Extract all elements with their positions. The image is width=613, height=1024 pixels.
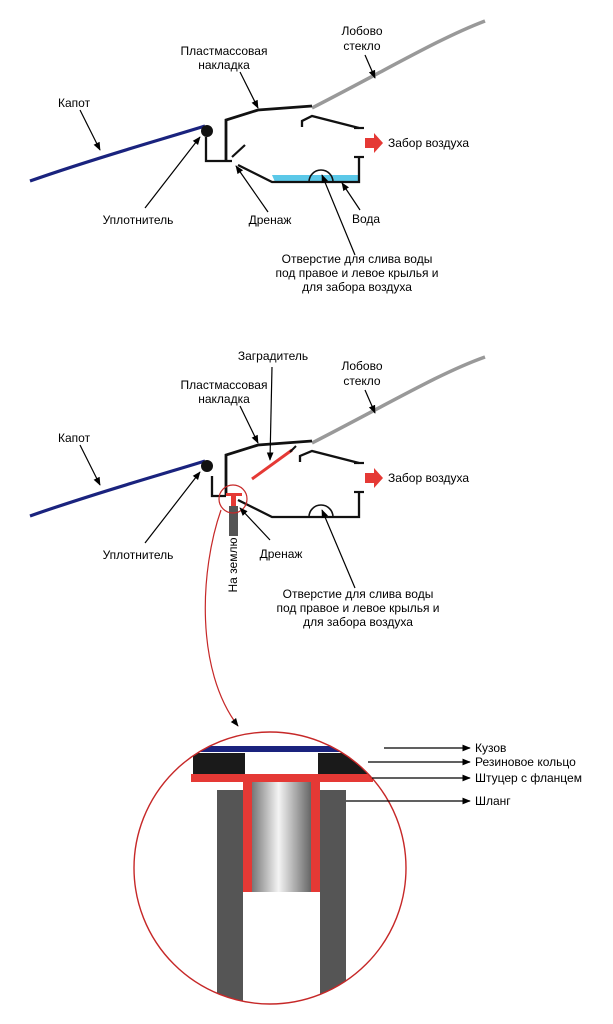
- trim-label-line2: накладка: [198, 58, 250, 72]
- diagram-middle: Заградитель Пластмассовая накладка Лобов…: [29, 349, 486, 727]
- windshield-label-line2-2: стекло: [343, 374, 381, 388]
- hood-panel: [29, 124, 206, 183]
- cowl-outline: [204, 137, 232, 163]
- drain-hose: [229, 506, 238, 536]
- rubber-ring-right: [318, 753, 370, 774]
- trim-label-line1-2: Пластмассовая: [181, 378, 268, 392]
- flange-fitting-label: Штуцер с фланцем: [475, 771, 582, 785]
- air-intake-arrow-icon: [365, 133, 383, 153]
- zoom-detail: Кузов Резиновое кольцо Штуцер с фланцем …: [133, 731, 582, 1005]
- hose-wall-left: [217, 790, 243, 1004]
- barrier-pointer: [266, 366, 274, 461]
- rubber-ring-left: [193, 753, 245, 774]
- air-intake-label-2: Забор воздуха: [388, 471, 469, 485]
- water-label: Вода: [352, 212, 380, 226]
- seal-icon: [201, 125, 213, 137]
- air-intake-arrow-icon-2: [365, 468, 383, 488]
- windshield-label-line2: стекло: [343, 39, 381, 53]
- channel-outline: [237, 158, 361, 184]
- zoom-source-circle: [218, 484, 248, 514]
- zoom-connector-line: [204, 509, 239, 727]
- hole-label-line2-2: под правое и левое крылья и: [277, 601, 440, 615]
- hole-pointer-2: [321, 509, 356, 589]
- barrier-top-stub: [289, 445, 297, 453]
- seal-pointer: [144, 136, 201, 209]
- barrier-plate: [251, 448, 293, 481]
- channel-outline-2: [237, 493, 361, 519]
- drain-hole-arc-2: [308, 504, 334, 518]
- drain-pointer: [235, 165, 269, 213]
- hole-label-line2: под правое и левое крылья и: [276, 266, 439, 280]
- drain-label: Дренаж: [249, 213, 292, 227]
- fitting-flange: [191, 774, 373, 782]
- hose-wall-right: [320, 790, 346, 1004]
- windshield-glass: [311, 19, 486, 110]
- seal-label: Уплотнитель: [103, 213, 174, 227]
- body-plate: [165, 746, 392, 752]
- rubber-ring-label: Резиновое кольцо: [475, 755, 576, 769]
- water-fill: [272, 175, 359, 182]
- hood-panel-2: [29, 459, 206, 518]
- inner-wall-2: [298, 449, 360, 465]
- barrier-label: Заградитель: [238, 349, 308, 363]
- hood-label-2: Капот: [58, 431, 91, 445]
- drain-pointer-2: [239, 507, 271, 541]
- water-pointer: [341, 182, 361, 211]
- hole-label-line3-2: для забора воздуха: [303, 615, 413, 629]
- trim-label-line2-2: накладка: [198, 392, 250, 406]
- seal-icon-2: [201, 460, 213, 472]
- fitting-tube-right: [311, 782, 320, 892]
- seal-pointer-2: [144, 471, 201, 544]
- trim-pointer: [239, 71, 259, 109]
- hole-pointer: [321, 174, 356, 256]
- windshield-pointer: [364, 54, 376, 79]
- drain-flange: [226, 493, 242, 496]
- hole-label-line3: для забора воздуха: [302, 280, 412, 294]
- to-ground-label: На землю: [226, 538, 240, 593]
- drain-label-2: Дренаж: [260, 547, 303, 561]
- trim-outline-2: [224, 439, 313, 496]
- trim-pointer-2: [239, 405, 259, 444]
- drain-fitting: [231, 496, 236, 506]
- windshield-label-line1-2: Лобово: [341, 359, 382, 373]
- body-label: Кузов: [475, 741, 506, 755]
- windshield-glass-2: [311, 355, 486, 445]
- drain-flap: [231, 144, 246, 158]
- drain-hole-arc: [308, 169, 334, 183]
- trim-outline: [224, 104, 313, 161]
- hole-label-line1: Отверстие для слива воды: [282, 252, 433, 266]
- trim-label-line1: Пластмассовая: [181, 44, 268, 58]
- hole-label-line1-2: Отверстие для слива воды: [283, 587, 434, 601]
- hose-label: Шланг: [475, 794, 511, 808]
- hood-pointer-2: [79, 444, 101, 486]
- hood-label: Капот: [58, 96, 91, 110]
- zoom-circle: [133, 731, 407, 1005]
- fitting-tube-left: [243, 782, 252, 892]
- cowl-outline-2: [210, 476, 226, 498]
- fitting-bore: [252, 782, 311, 892]
- diagram-top: Капот Пластмассовая накладка Лобово стек…: [29, 19, 486, 294]
- windshield-pointer-2: [364, 389, 376, 414]
- air-intake-label: Забор воздуха: [388, 136, 469, 150]
- inner-wall: [300, 114, 360, 130]
- hood-pointer: [79, 109, 101, 151]
- windshield-label-line1: Лобово: [341, 24, 382, 38]
- seal-label-2: Уплотнитель: [103, 548, 174, 562]
